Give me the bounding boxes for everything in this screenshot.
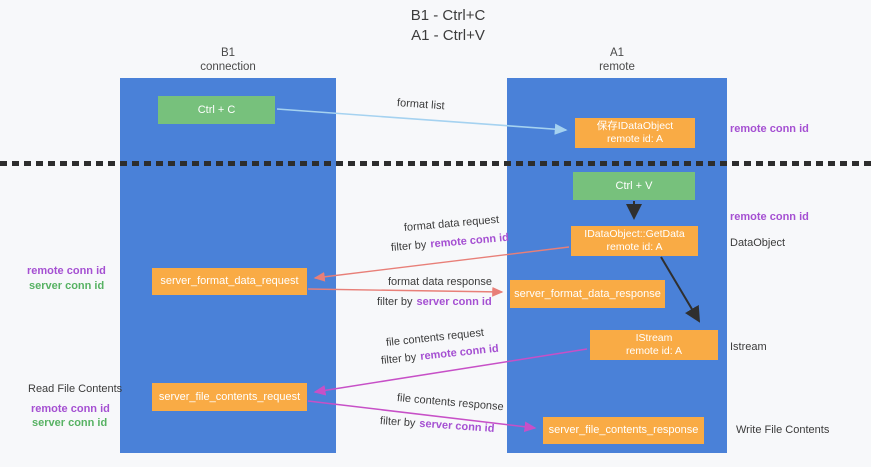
remote-conn-id-text: remote conn id — [429, 231, 510, 251]
ctrl-c-box: Ctrl + C — [158, 96, 275, 124]
remote-conn-id-label-right-1: remote conn id — [730, 123, 809, 135]
getdata-line1: IDataObject::GetData — [584, 228, 685, 240]
istream-line2: remote id: A — [625, 345, 683, 357]
getdata-box: IDataObject::GetData remote id: A — [571, 226, 698, 256]
column-a1-role: remote — [599, 61, 635, 73]
format-data-response-label: format data response — [388, 276, 492, 288]
dataobject-label: DataObject — [730, 237, 786, 249]
ctrl-v-box: Ctrl + V — [573, 172, 695, 200]
filter-by-text: filter by — [377, 296, 413, 308]
file-contents-response-label: file contents response — [396, 392, 505, 414]
server-conn-id-text: server conn id — [418, 417, 495, 435]
column-header-b1: B1 connection — [120, 46, 336, 74]
istream-box: IStream remote id: A — [590, 330, 718, 360]
remote-conn-id-label-right-2: remote conn id — [730, 211, 809, 223]
write-file-contents-label: Write File Contents — [736, 424, 830, 436]
server-conn-id-label-left-2: server conn id — [32, 417, 108, 429]
format-data-request-label: format data request — [403, 213, 500, 234]
server-format-data-request-box: server_format_data_request — [152, 268, 307, 295]
save-idataobject-line1: 保存IDataObject — [596, 120, 674, 132]
remote-conn-id-label-left-1: remote conn id — [27, 265, 106, 277]
getdata-line2: remote id: A — [606, 241, 663, 253]
format-list-label: format list — [396, 97, 445, 113]
remote-conn-id-label-left-2: remote conn id — [31, 403, 110, 415]
save-idataobject-line2: remote id: A — [606, 133, 664, 145]
ctrl-v-label: Ctrl + V — [615, 179, 653, 192]
filter-by-text: filter by — [379, 415, 416, 430]
istream-line1: IStream — [635, 332, 673, 344]
filter-by-text: filter by — [390, 238, 427, 254]
server-file-contents-response-box: server_file_contents_response — [543, 417, 704, 444]
server-conn-id-text: server conn id — [416, 296, 492, 308]
server-format-data-request-label: server_format_data_request — [160, 275, 299, 287]
ctrl-c-label: Ctrl + C — [197, 103, 236, 116]
save-idataobject-box: 保存IDataObject remote id: A — [575, 118, 695, 148]
column-a1-name: A1 — [609, 47, 625, 59]
remote-conn-id-text: remote conn id — [419, 342, 500, 363]
column-b1-name: B1 — [220, 47, 236, 59]
istream-side-label: Istream — [730, 341, 767, 353]
column-header-a1: A1 remote — [507, 46, 727, 74]
read-file-contents-label: Read File Contents — [28, 383, 123, 395]
phase-separator-line — [0, 161, 871, 166]
server-format-data-response-box: server_format_data_response — [510, 280, 665, 308]
server-file-contents-request-box: server_file_contents_request — [152, 383, 307, 411]
title-line-1: B1 - Ctrl+C — [410, 7, 486, 24]
server-file-contents-response-label: server_file_contents_response — [548, 424, 699, 436]
diagram-title: B1 - Ctrl+C A1 - Ctrl+V — [0, 6, 871, 46]
title-line-2: A1 - Ctrl+V — [411, 27, 485, 44]
format-response-arrow — [307, 286, 504, 297]
column-b1-role: connection — [200, 61, 256, 73]
filter-by-text: filter by — [380, 351, 417, 367]
server-file-contents-request-label: server_file_contents_request — [158, 390, 301, 403]
server-format-data-response-label: server_format_data_response — [514, 287, 661, 300]
server-conn-id-label-left-1: server conn id — [29, 280, 105, 292]
